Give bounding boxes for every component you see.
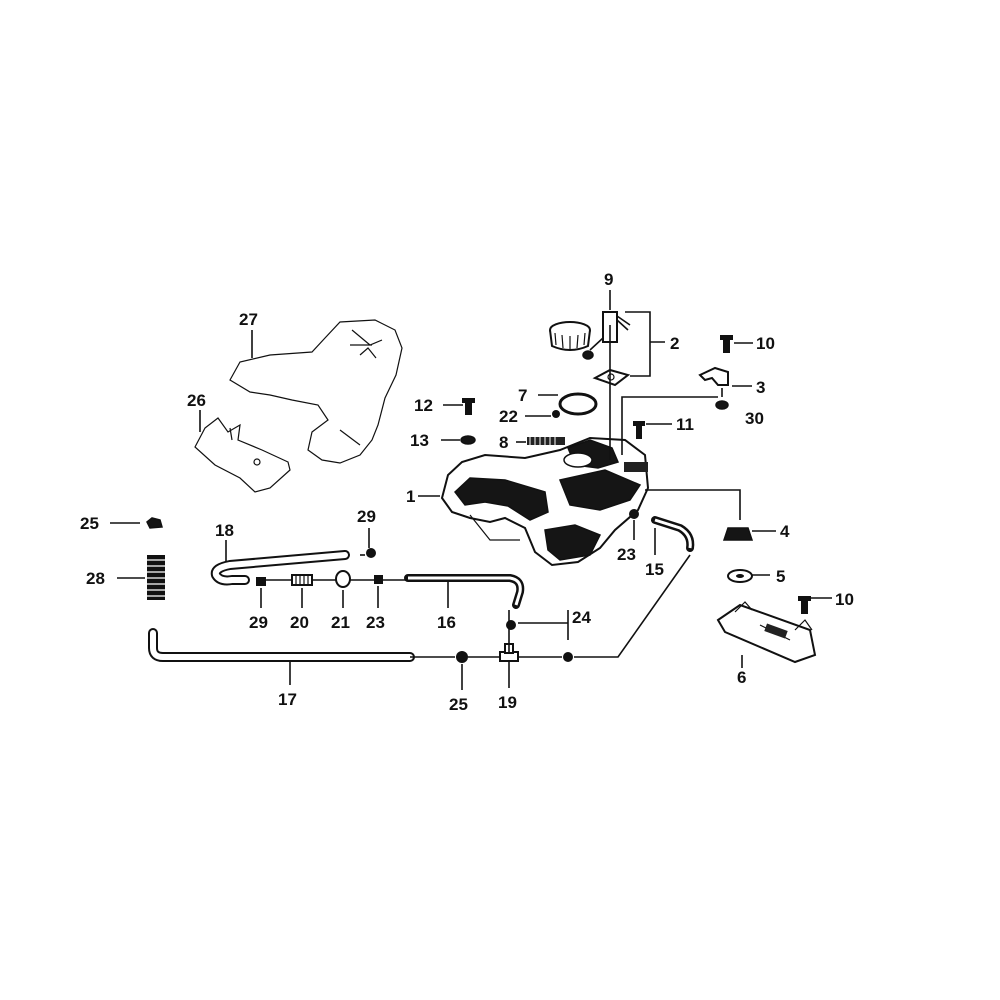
part-18-hose	[210, 550, 350, 586]
callout-4: 4	[780, 522, 790, 541]
small-hardware	[460, 335, 811, 614]
callout-1: 1	[406, 487, 415, 506]
part-15-hose	[651, 516, 695, 552]
callout-20: 20	[290, 613, 309, 632]
callout-22: 22	[499, 407, 518, 426]
part-3-bracket	[698, 366, 729, 386]
callout-11: 11	[676, 415, 694, 434]
callout-10-top: 10	[756, 334, 775, 353]
callout-26: 26	[187, 391, 206, 410]
callout-12: 12	[414, 396, 433, 415]
callout-21: 21	[331, 613, 350, 632]
callout-25-top: 25	[80, 514, 99, 533]
callout-13: 13	[410, 431, 429, 450]
callout-15: 15	[645, 560, 664, 579]
callout-30: 30	[745, 409, 764, 428]
part-25-cap-top	[146, 517, 163, 529]
callout-6: 6	[737, 668, 746, 687]
callout-29-bottom: 29	[249, 613, 268, 632]
callout-25-bottom: 25	[449, 695, 468, 714]
callout-23-lower: 23	[366, 613, 385, 632]
callout-8: 8	[499, 433, 508, 452]
callout-29-top: 29	[357, 507, 376, 526]
part-27-pad	[229, 319, 403, 464]
callout-9: 9	[604, 270, 613, 289]
callout-19: 19	[498, 693, 517, 712]
leader-lines	[110, 290, 832, 690]
callout-7: 7	[518, 386, 527, 405]
callout-24: 24	[572, 608, 591, 627]
callout-10-bottom: 10	[835, 590, 854, 609]
callout-5: 5	[776, 567, 785, 586]
callout-28: 28	[86, 569, 105, 588]
part-6-mount-bracket	[716, 601, 817, 664]
part-1-fuel-tank	[440, 436, 650, 567]
callout-17: 17	[278, 690, 297, 709]
part-7-o-ring	[558, 392, 598, 416]
callout-18: 18	[215, 521, 234, 540]
part-9-fuel-cap	[549, 321, 591, 351]
callout-23-upper: 23	[617, 545, 636, 564]
part-2-fuel-sender	[582, 311, 631, 460]
callout-27: 27	[239, 310, 258, 329]
callout-2: 2	[670, 334, 679, 353]
part-28-spring	[147, 555, 165, 600]
callout-3: 3	[756, 378, 765, 397]
part-26-pad	[194, 417, 291, 493]
inline-fittings	[256, 548, 573, 663]
callout-labels: 1 2 3 4 5 6 7 8 9 10 10 11 12 13 15 16 1…	[80, 270, 854, 714]
part-16-hose	[404, 574, 525, 609]
callout-16: 16	[437, 613, 456, 632]
part-17-hose	[148, 628, 415, 662]
